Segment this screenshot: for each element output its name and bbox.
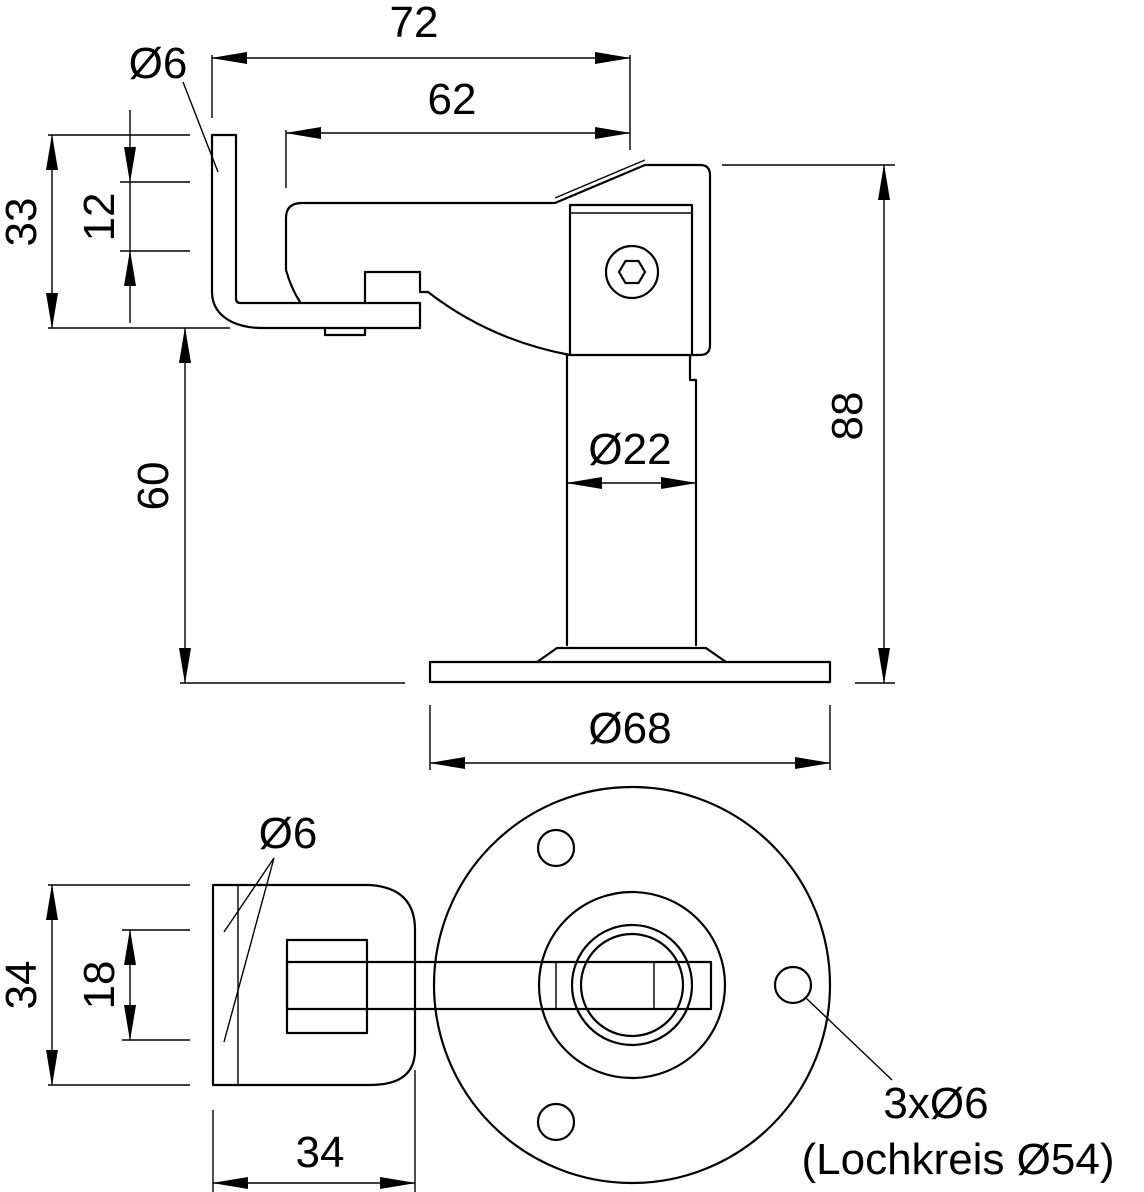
label-hole-bracket-top: Ø6 [259,809,318,858]
hex-socket-icon [617,259,647,285]
label-height-bracket-top: 34 [0,961,46,1010]
bracket-plate [211,883,417,1087]
base-hub-mid [570,923,694,1047]
bracket-nut [323,326,367,337]
label-width-arm: 62 [428,75,477,124]
latch-arm [284,163,712,357]
tube-post [565,353,698,647]
top-view: Ø6 34 18 34 3xØ6 (Lochkreis Ø54) [0,785,1115,1192]
base-disc [432,785,832,1185]
l-bracket [210,133,422,330]
side-view: 72 62 Ø6 33 12 60 88 Ø22 Ø68 [0,0,895,770]
base-hub-outer [537,890,727,1080]
label-height-to-arm: 60 [129,462,178,511]
label-height-slot: 12 [75,193,124,242]
base-plate [428,660,832,684]
latch-bar [285,960,713,1011]
leader-hole-top-a [223,857,275,933]
tube-head [568,203,694,357]
screw-head [604,244,660,300]
leader-hole-bracket [182,81,219,173]
mounting-hole-icon [536,1102,576,1142]
leader-base-holes [805,997,893,1081]
label-height-bracket: 33 [0,198,46,247]
label-hole-circle: (Lochkreis Ø54) [801,1135,1114,1184]
label-diameter-base: Ø68 [588,704,671,753]
latch-top-edge [554,159,646,199]
latch-lower-curve [426,290,572,357]
base-flange [535,646,728,664]
mounting-hole-icon [773,965,813,1005]
label-base-holes: 3xØ6 [883,1079,988,1128]
base-hub-inner [579,932,685,1038]
label-width-bracket-top: 34 [296,1128,345,1177]
latch-tab [363,270,430,305]
bracket-slot [285,938,369,1035]
label-diameter-tube: Ø22 [588,425,671,474]
label-width-overall: 72 [390,0,439,47]
label-height-overall: 88 [823,392,872,441]
label-hole-bracket: Ø6 [129,39,188,88]
label-height-slot-top: 18 [75,961,124,1010]
mounting-hole-icon [536,828,576,868]
leader-hole-top-b [223,857,275,1043]
